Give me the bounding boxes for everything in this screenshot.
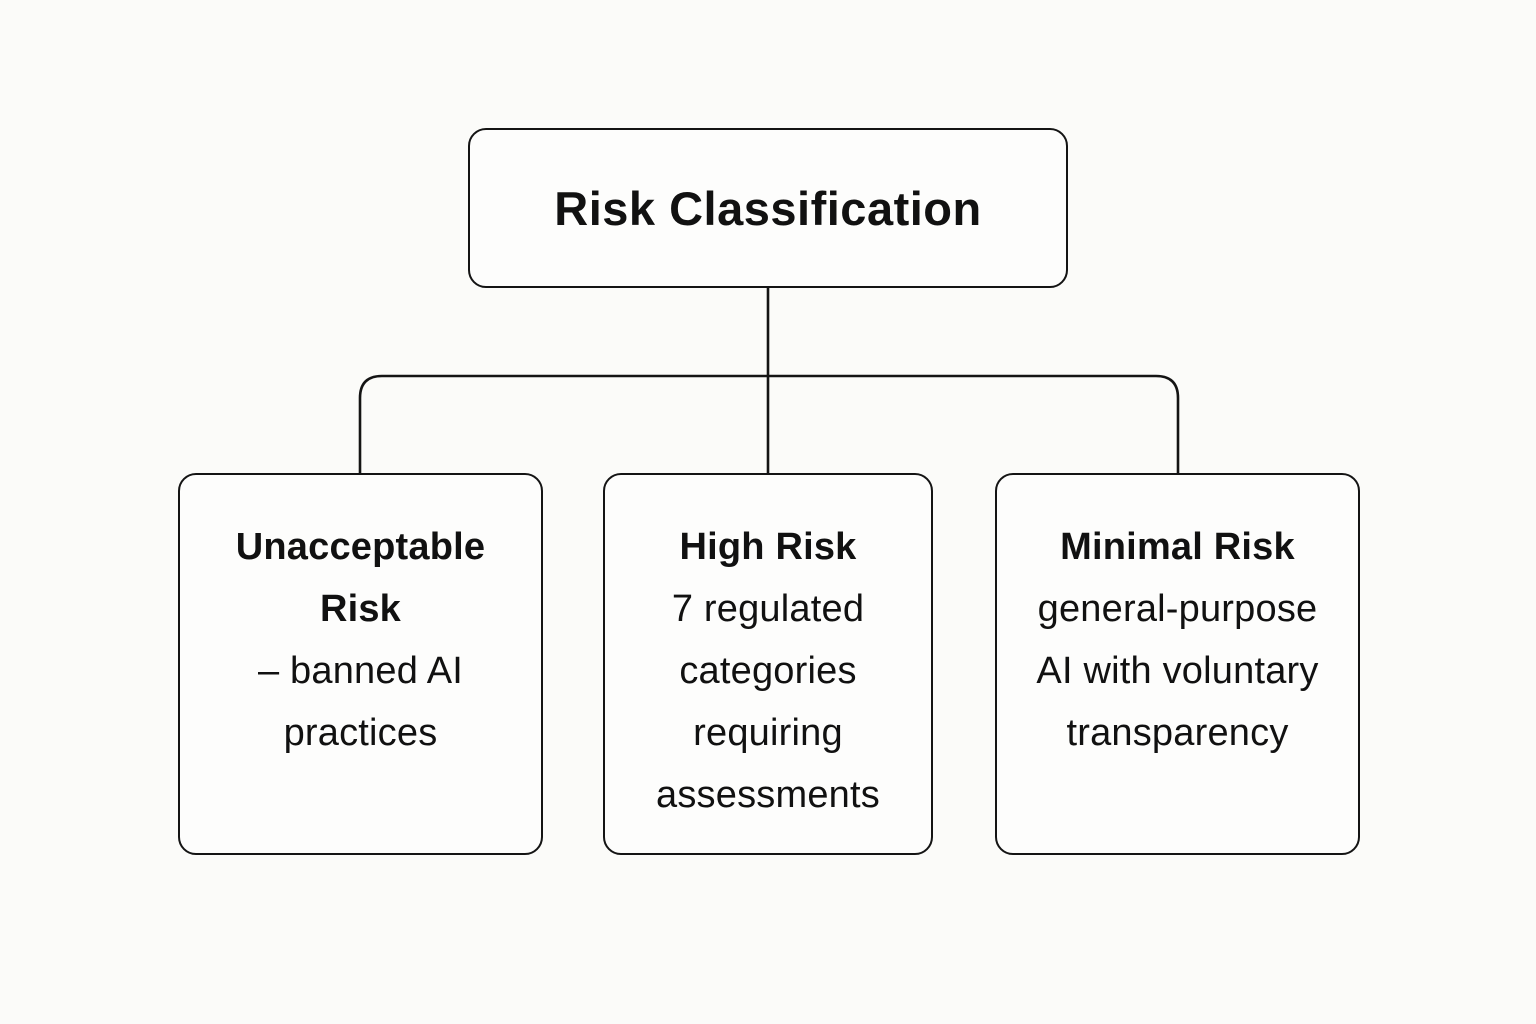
node-high-risk: High Risk 7 regulated categories requiri… — [603, 473, 933, 855]
node-title-high-risk: High Risk — [679, 526, 857, 568]
node-body-minimal-risk: general-purpose AI with voluntary transp… — [1036, 588, 1319, 754]
node-body-high-risk: 7 regulated categories requiring assessm… — [656, 588, 880, 816]
connector-left-branch — [358, 374, 768, 473]
node-title-unacceptable-risk: Unacceptable Risk — [235, 526, 486, 630]
node-title-minimal-risk: Minimal Risk — [1060, 526, 1295, 568]
node-risk-classification: Risk Classification — [468, 128, 1068, 288]
node-unacceptable-risk: Unacceptable Risk – banned AI practices — [178, 473, 543, 855]
node-minimal-risk: Minimal Risk general-purpose AI with vol… — [995, 473, 1360, 855]
node-body-unacceptable-risk: – banned AI practices — [257, 650, 464, 754]
root-node-title: Risk Classification — [554, 181, 982, 235]
connector-right-branch — [768, 374, 1180, 473]
